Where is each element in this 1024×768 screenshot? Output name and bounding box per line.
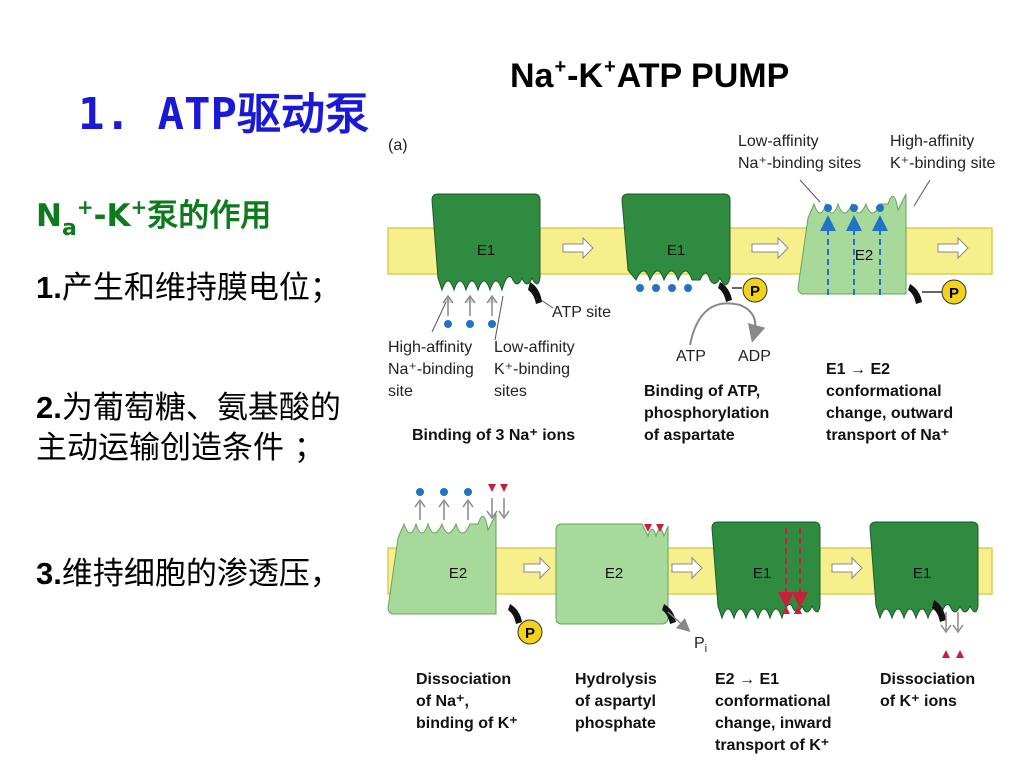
step-arrow	[562, 236, 594, 260]
pump-state-3: E2	[797, 193, 922, 304]
caption-step-2: Binding of ATP, phosphorylation of aspar…	[644, 383, 774, 444]
caption-step-1: Binding of 3 Na⁺ ions	[412, 427, 575, 444]
pump-function-heading: Na+-K+泵的作用	[36, 190, 271, 241]
na-ions-dissociated	[414, 488, 474, 520]
svg-text:P: P	[949, 285, 959, 302]
atp-site-label: ATP site	[552, 304, 611, 321]
svg-text:P: P	[525, 625, 535, 642]
pump-state-6: E1	[711, 521, 821, 620]
point-number: 1.	[36, 270, 62, 305]
state-label: E1	[753, 565, 771, 582]
pump-state-4: E2	[387, 513, 522, 624]
phosphate-icon: P	[732, 277, 768, 303]
k-ions-bound	[644, 524, 664, 532]
atp-hydrolysis-arrow: ATP ADP	[676, 302, 771, 365]
subtitle-na-charge: +	[76, 195, 94, 219]
point-text: 产生和维持膜电位；	[61, 270, 341, 306]
title-k: -K	[567, 57, 604, 95]
state-label: E2	[605, 565, 623, 582]
phosphate-icon: P	[922, 279, 967, 305]
pump-state-1: E1	[431, 193, 542, 304]
function-point-3: 3.维持细胞的渗透压，	[36, 554, 366, 594]
point-number: 3.	[36, 556, 62, 591]
subtitle-k: -K	[93, 198, 131, 234]
caption-step-5: Hydrolysis of aspartyl phosphate	[575, 671, 661, 732]
state-label: E1	[913, 565, 931, 582]
pi-label: Pi	[694, 635, 707, 655]
caption-step-6: E2 → E1 conformational change, inward tr…	[715, 671, 836, 754]
k-ions-binding	[486, 484, 510, 520]
point-text: 为葡萄糖、氨基酸的主动运输创造条件 ；	[36, 390, 341, 466]
subtitle-a: a	[61, 216, 77, 241]
low-affinity-k-label: Low-affinity K⁺-binding sites	[494, 339, 579, 400]
step-arrow	[523, 556, 551, 580]
na-ions-cytosol	[442, 294, 498, 328]
pump-state-7: E1	[869, 521, 979, 622]
state-label: E2	[855, 247, 873, 264]
title-rest: ATP PUMP	[616, 57, 790, 95]
k-ions-transported	[778, 528, 808, 614]
title-k-charge: +	[604, 56, 616, 78]
subtitle-rest: 泵的作用	[147, 198, 272, 234]
subtitle-n: N	[36, 198, 62, 234]
step-arrow	[937, 236, 969, 260]
na-ions-bound	[636, 284, 692, 292]
state-label: E1	[667, 242, 685, 259]
na-ions-released	[820, 204, 888, 295]
high-affinity-k-label: High-affinity K⁺-binding site	[890, 133, 995, 172]
pi-release-arrow: Pi	[667, 611, 707, 655]
svg-text:P: P	[750, 283, 760, 300]
atp-label: ATP	[676, 348, 706, 365]
state-label: E1	[477, 242, 495, 259]
pump-state-5: E2	[555, 523, 676, 625]
panel-label: (a)	[388, 137, 408, 154]
phosphate-icon: P	[517, 619, 543, 645]
subtitle-k-charge: +	[130, 195, 148, 219]
caption-step-3: E1 → E2 conformational change, outward t…	[826, 361, 958, 444]
step-arrow	[671, 556, 703, 580]
diagram-title: Na+-K+ATP PUMP	[510, 56, 789, 96]
title-na-charge: +	[554, 56, 567, 78]
title-na: Na	[510, 57, 554, 95]
pump-state-2: E1	[621, 193, 732, 302]
caption-step-4: Dissociation of Na⁺, binding of K⁺	[416, 671, 518, 732]
slide-title: 1. ATP驱动泵	[78, 89, 369, 140]
adp-label: ADP	[738, 348, 771, 365]
low-affinity-na-label: Low-affinity Na⁺-binding sites	[738, 133, 861, 172]
function-point-1: 1.产生和维持膜电位；	[36, 268, 366, 308]
k-ions-released	[940, 612, 964, 658]
high-affinity-na-label: High-affinity Na⁺-binding site	[388, 339, 478, 400]
step-arrow	[831, 556, 863, 580]
point-number: 2.	[36, 390, 62, 425]
step-arrow	[751, 236, 789, 260]
function-point-2: 2.为葡萄糖、氨基酸的主动运输创造条件 ；	[36, 388, 366, 468]
caption-step-7: Dissociation of K⁺ ions	[880, 671, 980, 710]
point-text: 维持细胞的渗透压，	[61, 556, 341, 592]
state-label: E2	[449, 565, 467, 582]
